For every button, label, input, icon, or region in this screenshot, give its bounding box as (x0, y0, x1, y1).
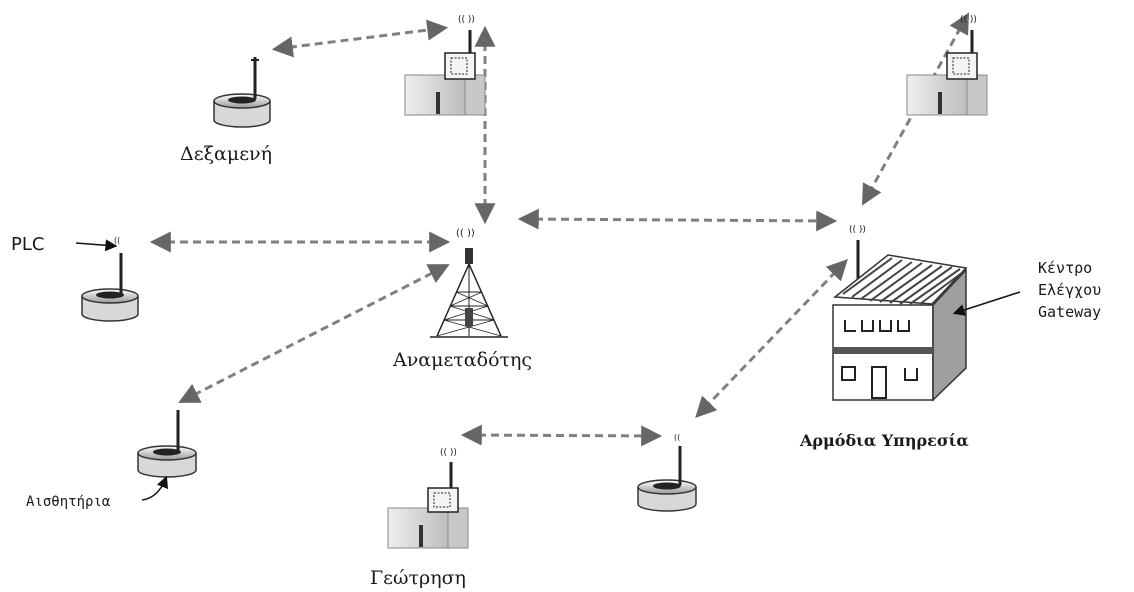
borehole-label: Γεώτρηση (370, 567, 466, 589)
svg-text:((: (( (674, 433, 680, 442)
repeater-tower-icon: (( )) (430, 228, 508, 338)
plc-pointer (75, 239, 118, 252)
relay-building-icon: (( )) (404, 15, 486, 116)
plc-label: PLC (11, 234, 44, 255)
borehole-building-icon: (( )) (387, 448, 469, 549)
remote-building-icon: (( )) (906, 15, 988, 116)
tank-label: Δεξαμενή (180, 143, 272, 165)
svg-text:(( )): (( )) (960, 15, 977, 25)
svg-text:((: (( (114, 236, 120, 245)
remote-sensor-icon: (( (637, 433, 697, 512)
link-gateway-sensor (695, 258, 848, 419)
svg-text:(( )): (( )) (456, 228, 475, 239)
svg-text:(( )): (( )) (849, 225, 866, 235)
control-center-label-line3: Gateway (1038, 303, 1101, 321)
tank-sensor-icon (213, 57, 271, 128)
field-sensor-icon (137, 410, 197, 478)
svg-text:(( )): (( )) (458, 15, 475, 25)
authority-label: Αρμόδια Υπηρεσία (799, 431, 969, 450)
sensors-label: Αισθητήρια (26, 494, 111, 510)
plc-sensor-icon: (( (81, 236, 139, 322)
control-center-pointer (952, 291, 1021, 316)
links (149, 12, 970, 447)
control-center-label-line1: Κέντρο (1038, 259, 1092, 277)
link-tank-building (271, 19, 449, 58)
repeater-label: Αναμεταδότης (392, 349, 532, 371)
link-repeater-gateway (517, 208, 838, 232)
link-borehole-sensor (460, 424, 663, 447)
sensors-pointer (141, 475, 169, 501)
control-center-label-line2: Ελέγχου (1038, 281, 1101, 299)
control-center-house-icon: (( )) (832, 225, 968, 402)
svg-text:(( )): (( )) (440, 448, 457, 458)
link-sensors-repeater (178, 264, 450, 403)
